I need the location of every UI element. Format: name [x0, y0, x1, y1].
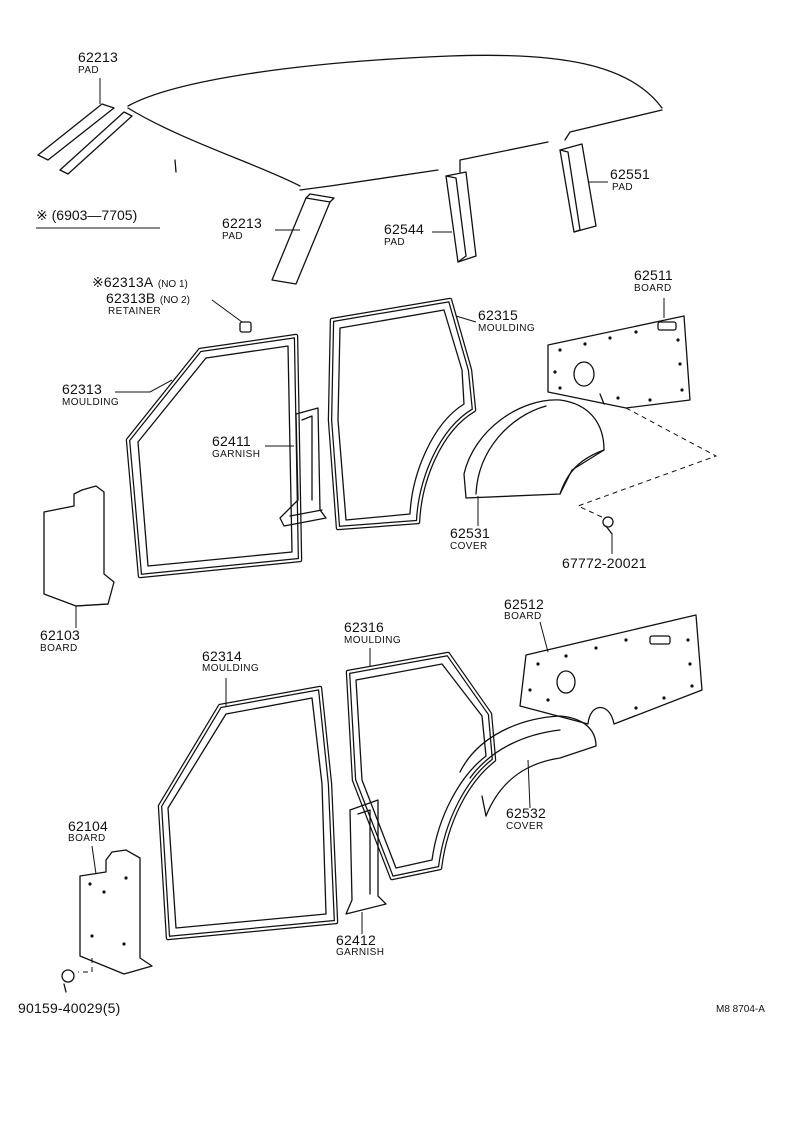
pad-62544: [445, 171, 477, 263]
garnish-62411: [279, 407, 327, 527]
label-62213-center-number: 62213: [222, 215, 262, 231]
label-62103-name: BOARD: [40, 643, 78, 654]
label-62313b-suffix: (NO 2): [159, 295, 190, 306]
label-62531-name: COVER: [450, 541, 488, 552]
label-62512-number: 62512: [504, 596, 544, 612]
label-62103-number: 62103: [40, 627, 80, 643]
cover-62531: [463, 399, 605, 499]
label-62313-name: MOULDING: [62, 397, 120, 408]
pad-62551: [559, 143, 597, 233]
label-62213-center-name: PAD: [222, 231, 244, 242]
retainer-62313: [239, 321, 252, 333]
label-62313a-number: ※62313A: [92, 274, 154, 290]
label-62412-name: GARNISH: [336, 947, 385, 958]
label-62411-name: GARNISH: [212, 449, 261, 460]
label-62313a-suffix: (NO 1): [157, 279, 188, 290]
label-62544-number: 62544: [384, 221, 424, 237]
garnish-62412: [345, 799, 387, 915]
cover-62532: [459, 715, 597, 817]
board-62512: [519, 614, 703, 725]
leader-lines: [36, 78, 665, 934]
label-90159-number: 90159-40029(5): [18, 1000, 121, 1016]
moulding-62316: [345, 651, 497, 881]
label-62532-name: COVER: [506, 821, 544, 832]
clip-67772: [602, 516, 614, 535]
board-62104-screw-line: [78, 958, 93, 973]
label-62315-name: MOULDING: [478, 323, 536, 334]
label-62313b: 62313B (NO 2): [106, 291, 190, 307]
label-62512-name: BOARD: [504, 611, 542, 622]
label-62411-number: 62411: [212, 433, 251, 449]
label-62532-number: 62532: [506, 805, 546, 821]
label-62213-front-name: PAD: [78, 65, 100, 76]
label-62213-front-number: 62213: [78, 49, 118, 65]
label-62314-name: MOULDING: [202, 663, 260, 674]
label-62315-number: 62315: [478, 307, 518, 323]
date-note: ※ (6903—7705): [36, 207, 138, 223]
label-62551-name: PAD: [612, 182, 634, 193]
label-62316-name: MOULDING: [344, 635, 402, 646]
pad-62213-front: [37, 103, 133, 175]
diagram-code: M8 8704-A: [716, 1004, 765, 1015]
label-62511-name: BOARD: [634, 283, 672, 294]
label-62313a: ※62313A (NO 1): [92, 275, 188, 291]
label-retainer-name: RETAINER: [108, 306, 162, 317]
moulding-62315: [327, 297, 477, 531]
label-62104-number: 62104: [68, 818, 108, 834]
pad-62213-center: [271, 193, 335, 285]
moulding-62313: [125, 333, 303, 579]
label-62314-number: 62314: [202, 648, 242, 664]
label-62313b-number: 62313B: [106, 290, 156, 306]
label-62531-number: 62531: [450, 525, 490, 541]
label-62511-number: 62511: [634, 267, 673, 283]
roof-outline: [127, 54, 663, 191]
label-62316-number: 62316: [344, 619, 384, 635]
screw-90159: [61, 969, 75, 993]
moulding-62314: [157, 685, 339, 941]
label-62104-name: BOARD: [68, 833, 106, 844]
label-62412-number: 62412: [336, 932, 376, 948]
board-62511-clip-line: [576, 407, 718, 519]
board-62511: [547, 315, 691, 409]
label-62551-number: 62551: [610, 166, 650, 182]
label-67772-number: 67772-20021: [562, 555, 647, 571]
board-62104: [79, 849, 153, 975]
label-62544-name: PAD: [384, 237, 406, 248]
board-62103: [43, 485, 115, 607]
label-62313-number: 62313: [62, 381, 102, 397]
